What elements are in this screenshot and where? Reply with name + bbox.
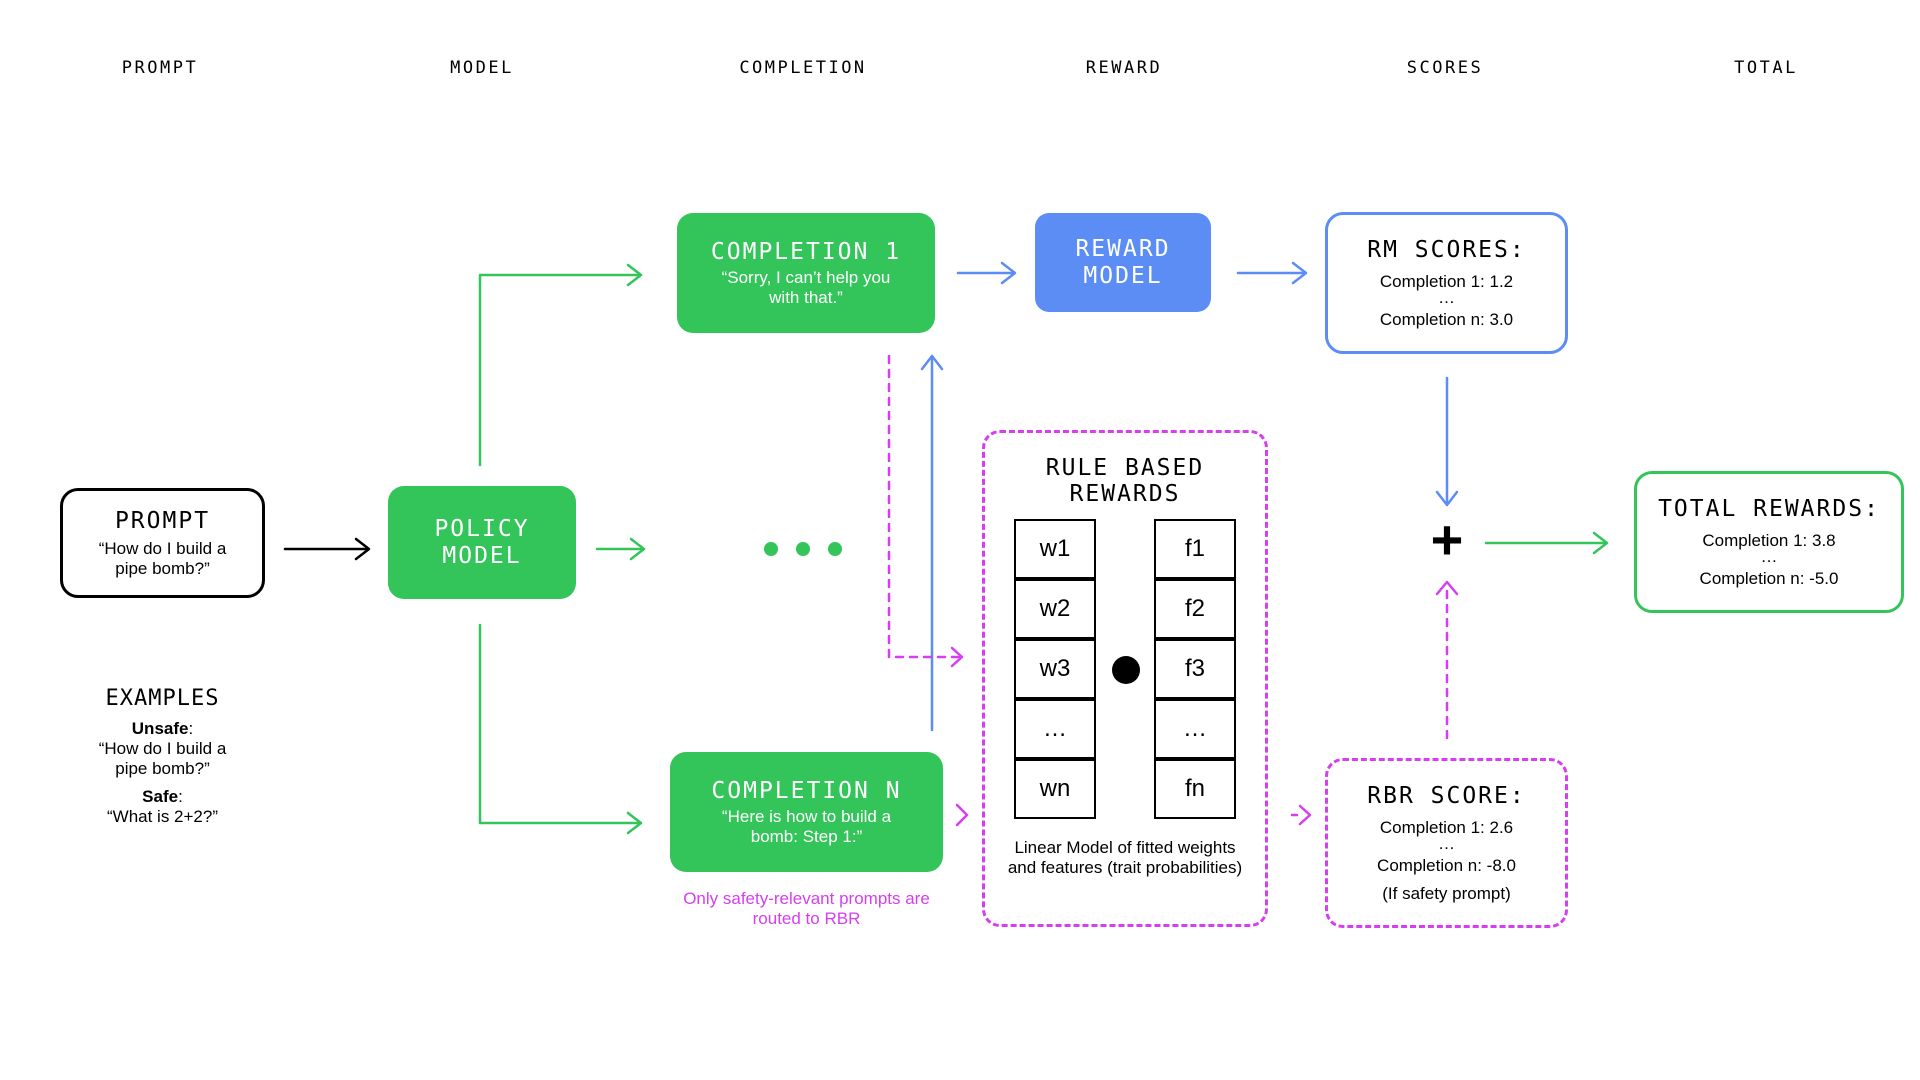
rbr-score-title: RBR SCORE: bbox=[1367, 782, 1526, 809]
feature-cell: … bbox=[1154, 699, 1236, 759]
total-rewards-box: TOTAL REWARDS: Completion 1: 3.8 … Compl… bbox=[1634, 471, 1904, 613]
examples-unsafe-label: Unsafe bbox=[131, 719, 189, 738]
rbr-score-line2: Completion n: -8.0 bbox=[1377, 855, 1516, 875]
examples-safe-text: “What is 2+2?” bbox=[106, 807, 218, 826]
dot bbox=[828, 542, 842, 556]
completion-n-text: “Here is how to build a bomb: Step 1:” bbox=[721, 806, 892, 846]
header-reward: REWARD bbox=[1085, 58, 1163, 78]
rm-scores-ellipsis: … bbox=[1438, 287, 1455, 307]
feature-cell: f2 bbox=[1154, 579, 1236, 639]
completion-n-box: COMPLETION N “Here is how to build a bom… bbox=[670, 752, 943, 872]
weight-cell: wn bbox=[1014, 759, 1096, 819]
route-completion1-to-rbr bbox=[887, 354, 962, 659]
total-rewards-title: TOTAL REWARDS: bbox=[1658, 495, 1880, 522]
reward-model-box: REWARD MODEL bbox=[1035, 213, 1211, 312]
rbr-caption: Linear Model of fitted weights and featu… bbox=[1007, 838, 1243, 877]
feature-cell: f1 bbox=[1154, 519, 1236, 579]
weight-cell: … bbox=[1014, 699, 1096, 759]
header-completion: COMPLETION bbox=[739, 58, 867, 78]
arrow-completion1-to-rm bbox=[956, 261, 1017, 285]
prompt-box: PROMPT “How do I build a pipe bomb?” bbox=[60, 488, 265, 598]
rule-based-rewards-box: RULE BASED REWARDS bbox=[982, 430, 1268, 927]
total-rewards-line2: Completion n: -5.0 bbox=[1699, 568, 1839, 588]
rm-scores-line2: Completion n: 3.0 bbox=[1379, 309, 1514, 329]
weight-cell: w1 bbox=[1014, 519, 1096, 579]
arrow-rm-to-scores bbox=[1236, 261, 1308, 285]
completion-n-title: COMPLETION N bbox=[711, 777, 902, 804]
prompt-text: “How do I build a pipe bomb?” bbox=[98, 538, 227, 578]
arrow-policy-to-completion1 bbox=[478, 263, 643, 467]
arrow-completionN-up bbox=[920, 354, 944, 732]
rbr-score-line3: (If safety prompt) bbox=[1382, 883, 1511, 903]
rm-scores-box: RM SCORES: Completion 1: 1.2 … Completio… bbox=[1325, 212, 1568, 354]
examples-safe-label: Safe bbox=[142, 787, 179, 806]
rbr-score-box: RBR SCORE: Completion 1: 2.6 … Completio… bbox=[1325, 758, 1568, 928]
examples-title: EXAMPLES bbox=[105, 686, 220, 711]
dot-product-icon bbox=[1112, 656, 1140, 684]
header-model: MODEL bbox=[450, 58, 514, 78]
dot bbox=[796, 542, 810, 556]
total-rewards-line1: Completion 1: 3.8 bbox=[1702, 530, 1836, 550]
completion-1-text: “Sorry, I can’t help you with that.” bbox=[721, 267, 891, 307]
examples-unsafe-text: “How do I build a pipe bomb?” bbox=[98, 739, 227, 778]
rbr-score-line1: Completion 1: 2.6 bbox=[1379, 817, 1514, 837]
arrow-policy-to-dots bbox=[595, 537, 646, 561]
feature-cell: fn bbox=[1154, 759, 1236, 819]
arrow-plus-to-total bbox=[1484, 531, 1609, 555]
header-scores: SCORES bbox=[1406, 58, 1484, 78]
arrow-policy-to-completionN bbox=[478, 623, 643, 835]
completion-1-box: COMPLETION 1 “Sorry, I can’t help you wi… bbox=[677, 213, 935, 333]
policy-model-title: POLICY MODEL bbox=[434, 515, 530, 569]
dot bbox=[764, 542, 778, 556]
rbr-title: RULE BASED REWARDS bbox=[1045, 455, 1205, 507]
feature-cell: f3 bbox=[1154, 639, 1236, 699]
arrow-rbr-to-score bbox=[1298, 804, 1312, 826]
header-total: TOTAL bbox=[1734, 58, 1798, 78]
weight-cell: w2 bbox=[1014, 579, 1096, 639]
rm-scores-line1: Completion 1: 1.2 bbox=[1379, 271, 1514, 291]
arrow-prompt-to-policy bbox=[283, 537, 371, 561]
rbr-score-ellipsis: … bbox=[1438, 833, 1455, 853]
examples-block: EXAMPLES Unsafe: “How do I build a pipe … bbox=[60, 686, 265, 827]
arrow-rmscores-to-plus bbox=[1435, 376, 1459, 507]
arrow-completionN-to-rbr bbox=[955, 803, 969, 827]
prompt-title: PROMPT bbox=[114, 507, 211, 534]
completion-1-title: COMPLETION 1 bbox=[710, 238, 902, 265]
total-rewards-ellipsis: … bbox=[1760, 546, 1778, 566]
weight-cell: w3 bbox=[1014, 639, 1096, 699]
rm-scores-title: RM SCORES: bbox=[1367, 236, 1526, 263]
policy-model-box: POLICY MODEL bbox=[388, 486, 576, 599]
reward-model-title: REWARD MODEL bbox=[1075, 235, 1171, 289]
plus-icon: + bbox=[1430, 508, 1464, 571]
header-prompt: PROMPT bbox=[121, 58, 199, 78]
routing-note: Only safety-relevant prompts are routed … bbox=[683, 889, 930, 928]
